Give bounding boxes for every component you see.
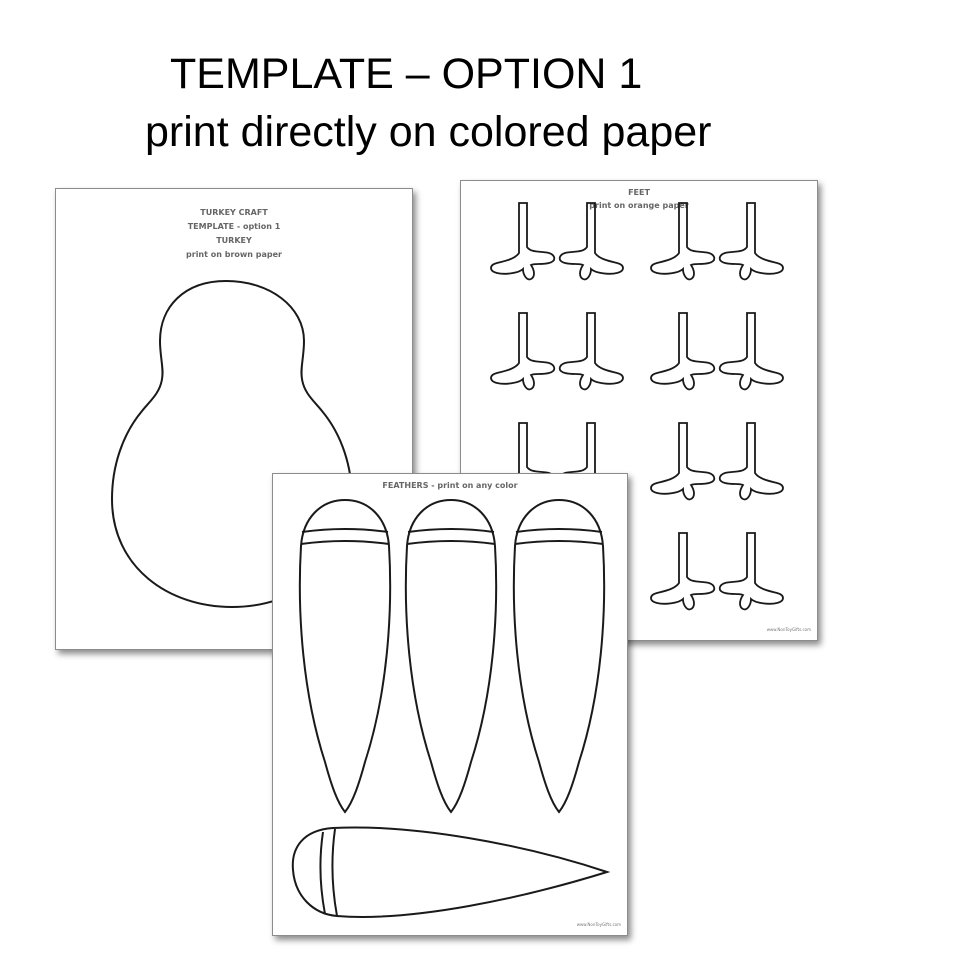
feet-sheet-instruction: print on orange paper — [589, 201, 689, 210]
feathers-sheet-url: www.NonToyGifts.com — [576, 922, 621, 927]
heading-title: TEMPLATE – OPTION 1 — [170, 50, 643, 98]
turkey-sheet-subtitle: TEMPLATE - option 1 — [187, 222, 281, 231]
feet-sheet-url: www.NonToyGifts.com — [766, 627, 811, 632]
turkey-sheet-part: TURKEY — [216, 236, 252, 245]
feather-1 — [298, 498, 392, 814]
feet-template-sheet: FEET print on orange paper — [460, 180, 818, 641]
turkey-body-outline — [110, 279, 354, 609]
feather-3 — [512, 498, 606, 814]
foot-row-1 — [490, 202, 784, 281]
feathers-template-sheet: FEATHERS - print on any color www.NonToy… — [272, 473, 628, 936]
turkey-sheet-title: TURKEY CRAFT — [200, 208, 268, 217]
feather-2 — [404, 498, 498, 814]
turkey-sheet-instruction: print on brown paper — [186, 250, 282, 259]
heading-subtitle: print directly on colored paper — [145, 108, 712, 156]
foot-row-2 — [490, 312, 784, 391]
turkey-template-sheet: TURKEY CRAFT TEMPLATE - option 1 TURKEY … — [55, 188, 413, 650]
feathers-outlines — [291, 498, 611, 918]
slide-heading: TEMPLATE – OPTION 1 print directly on co… — [0, 0, 960, 170]
feet-sheet-title: FEET — [628, 188, 650, 197]
feathers-sheet-title: FEATHERS - print on any color — [382, 481, 518, 490]
feather-horizontal — [291, 826, 611, 918]
